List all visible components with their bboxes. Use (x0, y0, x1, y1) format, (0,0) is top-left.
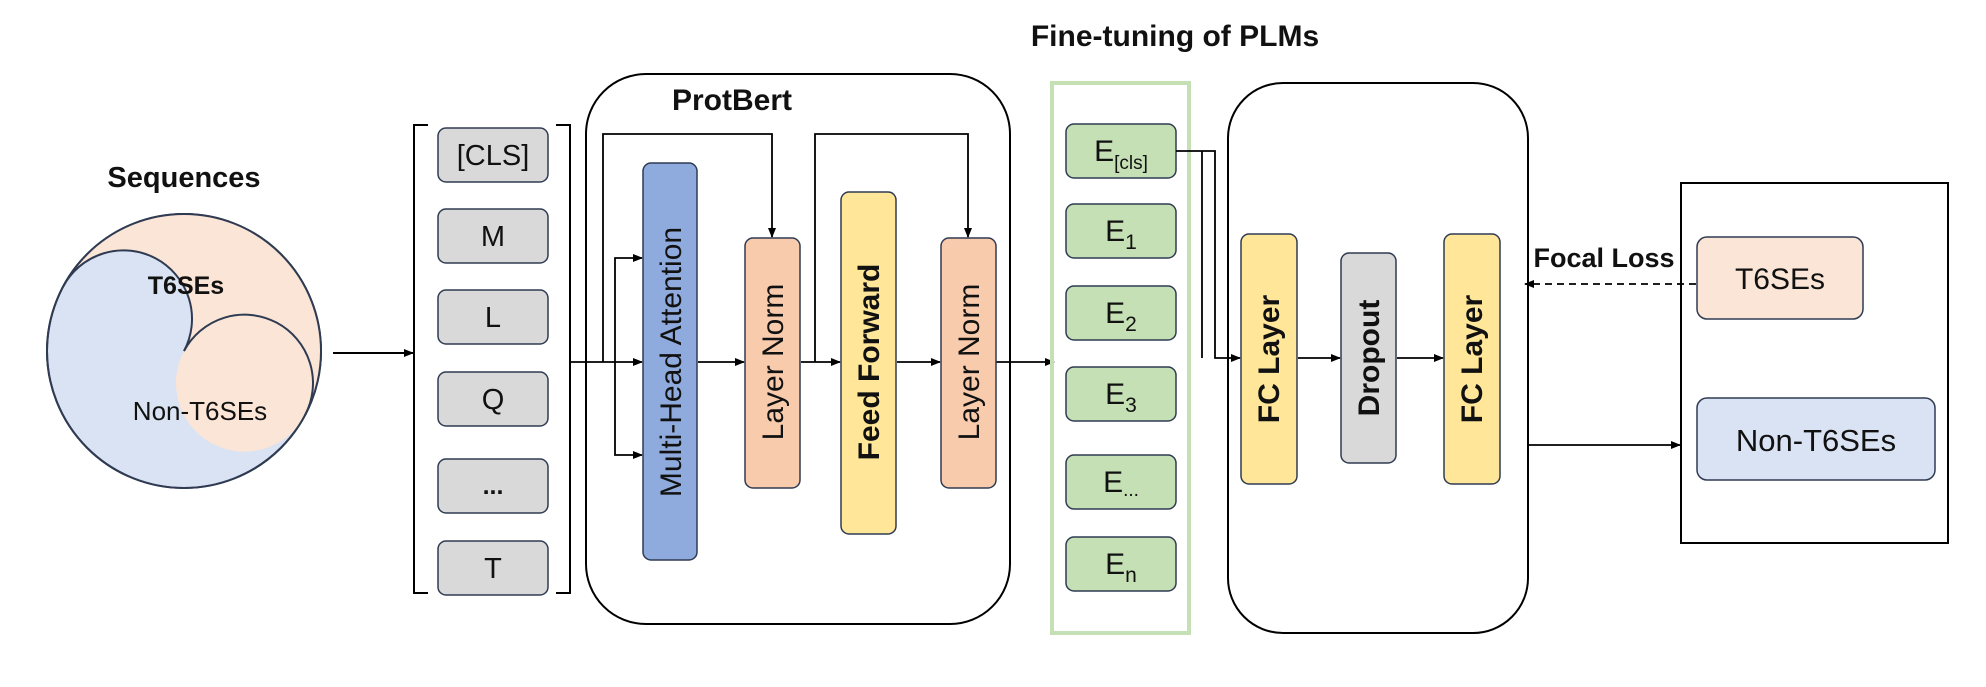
svg-text:E2: E2 (1105, 297, 1137, 336)
dropout-label: Dropout (1353, 300, 1386, 417)
output-container (1680, 182, 1949, 544)
dropout-block: Dropout (1340, 252, 1397, 464)
output-non-t6ses-label: Non-T6SEs (1736, 423, 1896, 458)
token-label: T (484, 553, 502, 585)
token-label: M (481, 221, 505, 253)
attention-label: Multi-Head Attention (655, 227, 688, 497)
embedding-3: E3 (1065, 366, 1177, 422)
svg-text:E1: E1 (1105, 215, 1137, 254)
embedding-n: En (1065, 536, 1177, 592)
fc-layer-2-label: FC Layer (1456, 294, 1489, 423)
protbert-container (585, 73, 1011, 625)
token-m: M (437, 208, 549, 264)
layer-norm-2-label: Layer Norm (953, 284, 986, 441)
embedding-sub: ... (1123, 480, 1139, 501)
multi-head-attention-block: Multi-Head Attention (642, 162, 698, 561)
embedding-sub: 3 (1125, 394, 1137, 417)
protbert-connectors (570, 133, 1055, 459)
token-label: Q (482, 384, 505, 416)
token-label: ... (483, 472, 504, 500)
feed-forward-label: Feed Forward (853, 264, 886, 461)
output-t6ses-label: T6SEs (1735, 263, 1825, 296)
embedding-base: E (1105, 215, 1125, 248)
fc-layer-2-block: FC Layer (1443, 233, 1501, 485)
sequences-top-class: T6SEs (148, 272, 224, 300)
token-label: [CLS] (457, 140, 530, 172)
svg-text:E...: E... (1103, 466, 1139, 501)
embedding-1: E1 (1065, 203, 1177, 259)
embedding-base: E (1094, 135, 1114, 168)
token-cls: [CLS] (437, 127, 549, 183)
embedding-sub: 2 (1125, 313, 1137, 336)
embedding-base: E (1105, 378, 1125, 411)
output-t6ses: T6SEs (1696, 236, 1864, 320)
token-t: T (437, 540, 549, 596)
sequences-yinyang (46, 213, 322, 489)
embedding-sub: n (1125, 564, 1137, 587)
classifier-connectors (1176, 150, 1681, 449)
sequences-label: Sequences (107, 162, 260, 194)
svg-text:E[cls]: E[cls] (1094, 135, 1148, 174)
embedding-2: E2 (1065, 285, 1177, 341)
embedding-base: E (1105, 548, 1125, 581)
token-l: L (437, 289, 549, 345)
protbert-label: ProtBert (672, 84, 792, 117)
feed-forward-block: Feed Forward (840, 191, 897, 535)
token-ellipsis: ... (437, 458, 549, 514)
focal-loss-label: Focal Loss (1533, 243, 1674, 273)
embedding-base: E (1103, 466, 1123, 499)
embedding-sub: 1 (1125, 231, 1137, 254)
embedding-ellipsis: E... (1065, 454, 1177, 510)
fc-layer-1-label: FC Layer (1253, 294, 1286, 423)
token-bracket-right (556, 124, 571, 594)
embedding-cls: E[cls] (1065, 123, 1177, 179)
output-non-t6ses: Non-T6SEs (1696, 397, 1936, 481)
svg-text:En: En (1105, 548, 1137, 587)
token-q: Q (437, 371, 549, 427)
layer-norm-1-block: Layer Norm (744, 237, 801, 489)
svg-text:E3: E3 (1105, 378, 1137, 417)
layer-norm-2-block: Layer Norm (940, 237, 997, 489)
diagram-title: Fine-tuning of PLMs (1031, 20, 1319, 53)
embedding-sub: [cls] (1114, 153, 1148, 174)
embeddings-container (1050, 81, 1191, 635)
fc-layer-1-block: FC Layer (1240, 233, 1298, 485)
embedding-base: E (1105, 297, 1125, 330)
sequences-bottom-class: Non-T6SEs (133, 396, 267, 426)
token-label: L (485, 302, 501, 334)
layer-norm-1-label: Layer Norm (757, 284, 790, 441)
token-bracket-left (413, 124, 428, 594)
